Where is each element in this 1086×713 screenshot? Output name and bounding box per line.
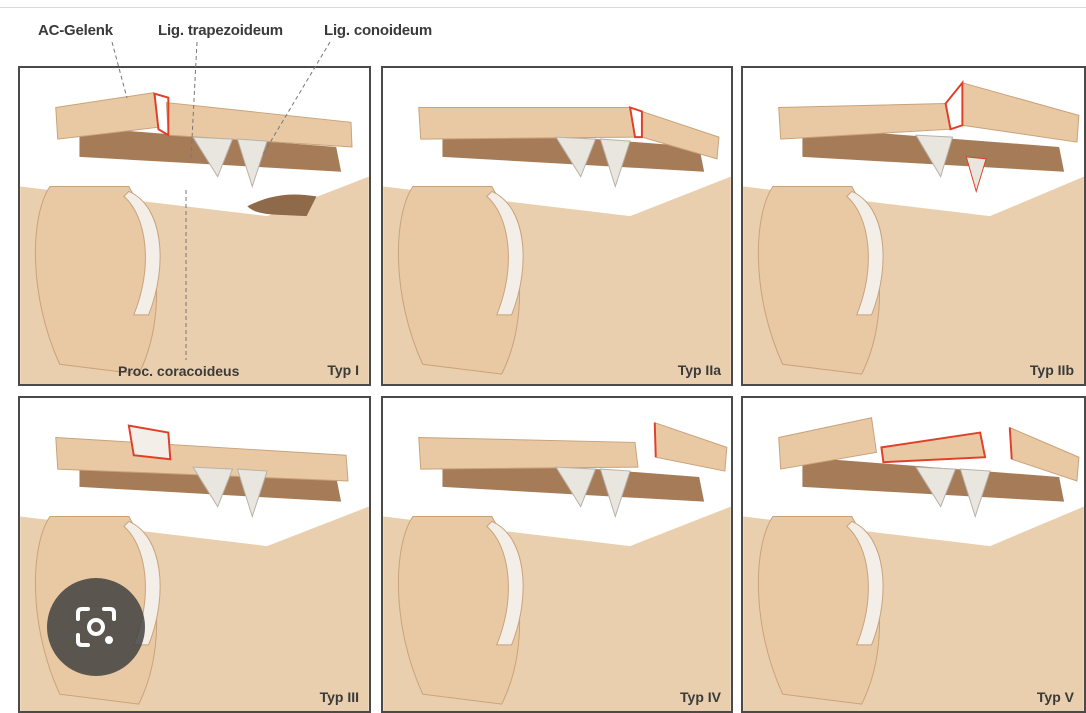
- panel-typ-2a: Typ IIa: [381, 66, 733, 386]
- label-coracoid-process: Proc. coracoideus: [118, 363, 239, 379]
- panel-typ-5: Typ V: [741, 396, 1086, 713]
- panel-type-label: Typ IIa: [678, 362, 721, 378]
- panel-type-label: Typ III: [320, 689, 359, 705]
- shoulder-illustration: [20, 68, 369, 384]
- shoulder-illustration: [383, 398, 731, 711]
- panel-typ-2b: Typ IIb: [741, 66, 1086, 386]
- label-conoid-ligament: Lig. conoideum: [324, 22, 432, 39]
- shoulder-illustration: [383, 68, 731, 384]
- panel-type-label: Typ IV: [680, 689, 721, 705]
- label-ac-joint: AC-Gelenk: [38, 22, 113, 39]
- camera-lens-icon: [74, 605, 118, 649]
- lens-search-button[interactable]: [47, 578, 145, 676]
- shoulder-illustration: [743, 68, 1084, 384]
- panel-typ-4: Typ IV: [381, 396, 733, 713]
- panel-type-label: Typ V: [1037, 689, 1074, 705]
- shoulder-illustration: [743, 398, 1084, 711]
- top-divider: [0, 7, 1086, 8]
- panel-type-label: Typ IIb: [1030, 362, 1074, 378]
- panel-type-label: Typ I: [327, 362, 359, 378]
- label-trapezoid-ligament: Lig. trapezoideum: [158, 22, 283, 39]
- panel-typ-1: Proc. coracoideus Typ I: [18, 66, 371, 386]
